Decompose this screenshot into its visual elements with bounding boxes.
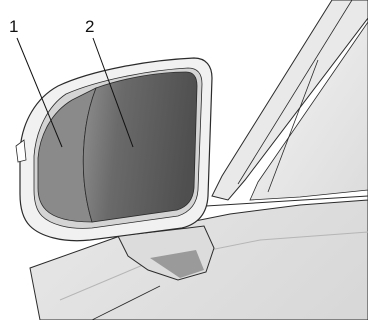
main-mirror-glass xyxy=(83,72,197,222)
turn-signal-lens xyxy=(16,140,26,162)
callout-1-number: 1 xyxy=(9,18,18,35)
callout-2-number: 2 xyxy=(85,18,94,35)
